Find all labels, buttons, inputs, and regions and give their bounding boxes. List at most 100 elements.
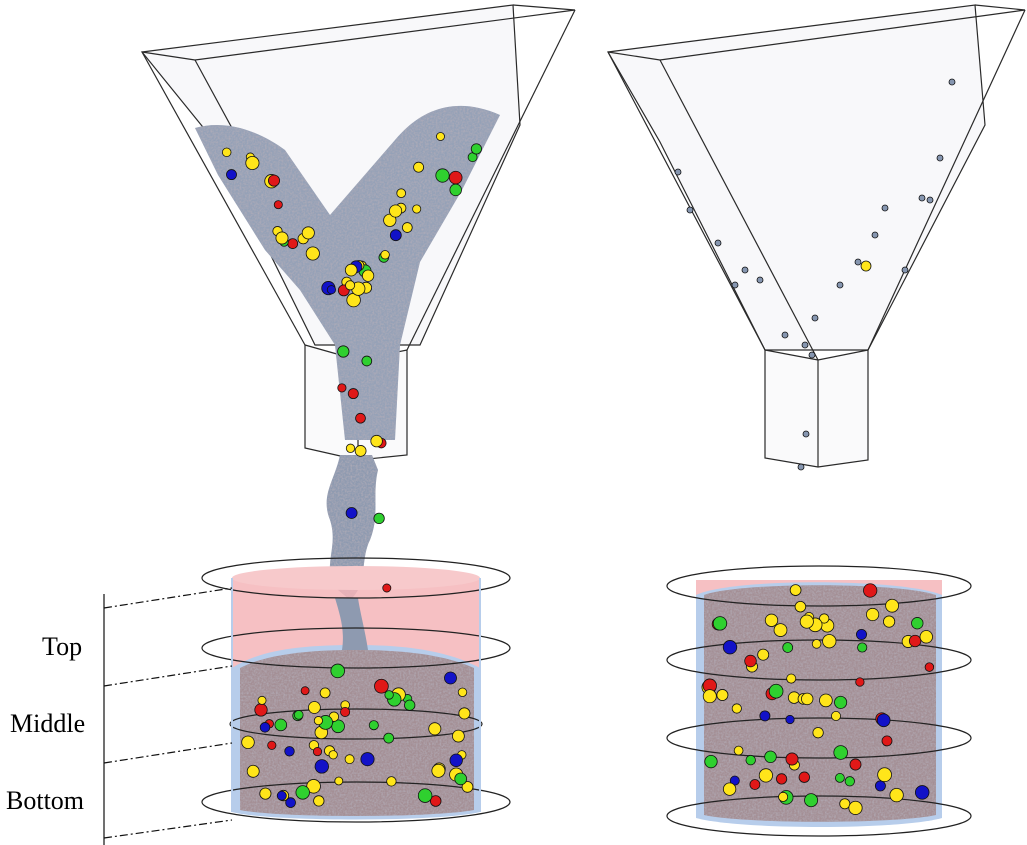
left-tracer-particles	[221, 132, 482, 808]
tracer-particle	[857, 642, 868, 653]
tracer-particle	[268, 174, 280, 187]
tracer-particle	[449, 183, 462, 197]
tracer-particle	[389, 229, 402, 242]
tracer-particle	[722, 640, 738, 655]
tracer-particle	[245, 155, 260, 171]
tracer-particle	[712, 616, 728, 631]
tracer-particle	[911, 617, 924, 630]
tracer-particle	[799, 614, 814, 629]
tracer-particle	[785, 714, 795, 725]
tracer-particle	[924, 662, 935, 672]
tracer-particle	[370, 434, 383, 448]
tracer-particle	[273, 200, 283, 210]
tracer-particle	[241, 735, 255, 750]
tracer-particle	[835, 773, 845, 783]
tracer-particle	[452, 729, 465, 743]
tracer-particle	[345, 443, 356, 453]
tracer-particle	[470, 143, 482, 155]
residual-particle	[802, 430, 810, 438]
residual-particle	[808, 351, 816, 359]
tracer-particle	[312, 747, 323, 757]
tracer-particle	[384, 690, 394, 700]
residual-particle	[926, 196, 934, 204]
tracer-particle	[413, 161, 425, 173]
tracer-particle	[812, 727, 824, 739]
tracer-particle	[833, 745, 848, 760]
tracer-particle	[908, 634, 922, 648]
tracer-particle	[866, 607, 880, 622]
tracer-particle	[877, 767, 892, 783]
tracer-particle	[716, 689, 729, 701]
tracer-particle	[259, 787, 272, 800]
right-hopper-back-face	[607, 4, 986, 351]
tracer-particle	[435, 168, 450, 183]
tracer-particle	[337, 383, 347, 393]
tracer-particle	[849, 758, 862, 771]
tracer-particle	[789, 584, 802, 596]
tracer-particle	[429, 795, 442, 807]
tracer-particle	[758, 768, 774, 783]
residual-particle	[797, 463, 805, 471]
tracer-particle	[855, 628, 868, 641]
tracer-particle	[355, 412, 366, 424]
tracer-particle	[785, 752, 799, 766]
tracer-particle	[295, 785, 310, 800]
tracer-particle	[257, 695, 267, 705]
tracer-particle	[221, 147, 232, 158]
residual-particle	[714, 239, 722, 247]
tracer-particle	[819, 613, 830, 624]
tracer-particle	[764, 613, 779, 627]
tracer-particle	[883, 615, 896, 628]
tracer-particle	[773, 623, 788, 637]
tracer-particle	[305, 246, 320, 261]
tracer-particle	[722, 782, 737, 796]
right-tracer-particles	[701, 583, 935, 815]
tracer-particle	[457, 687, 468, 697]
tracer-particle	[757, 648, 770, 661]
tracer-particle	[412, 204, 422, 214]
tracer-particle	[764, 750, 777, 764]
tracer-particle	[458, 707, 471, 720]
tracer-particle	[704, 754, 718, 769]
tracer-particle	[428, 722, 442, 736]
tracer-particle	[919, 630, 933, 644]
tracer-particle	[275, 231, 289, 245]
tracer-particle	[326, 285, 336, 295]
tracer-particle	[744, 654, 757, 668]
tracer-particle	[889, 787, 904, 803]
tracer-particle	[347, 388, 359, 400]
tracer-particle	[382, 583, 392, 593]
tracer-particle	[863, 583, 878, 598]
tracer-particle	[345, 280, 356, 291]
tracer-particle	[334, 776, 344, 786]
residual-particle	[936, 154, 944, 162]
right-panel-filled	[607, 4, 1026, 837]
tracer-particle	[301, 226, 315, 240]
tracer-particle	[254, 703, 268, 717]
tracer-particle	[449, 753, 463, 767]
tracer-particle	[798, 771, 810, 783]
tracer-particle	[306, 779, 321, 794]
tracer-particle	[745, 754, 756, 766]
tracer-particle	[401, 222, 413, 233]
tracer-particle	[831, 711, 841, 721]
residual-particle	[674, 168, 682, 176]
tracer-particle	[844, 776, 855, 787]
residual-particle	[881, 204, 889, 212]
tracer-particle	[811, 639, 822, 649]
residual-particle	[756, 276, 764, 284]
tracer-particle	[380, 250, 390, 260]
tracer-particle	[778, 791, 789, 802]
tracer-particle	[804, 793, 819, 808]
tracer-particle	[374, 678, 389, 694]
tracer-particle	[344, 754, 355, 765]
tracer-particle	[383, 732, 395, 744]
tracer-particle	[731, 703, 742, 714]
right-residual-particles	[674, 78, 956, 471]
tracer-particle	[313, 716, 323, 726]
tracer-particle	[431, 763, 446, 778]
tracer-particle	[373, 512, 385, 525]
residual-particle	[781, 331, 789, 339]
tracer-particle	[274, 718, 288, 732]
